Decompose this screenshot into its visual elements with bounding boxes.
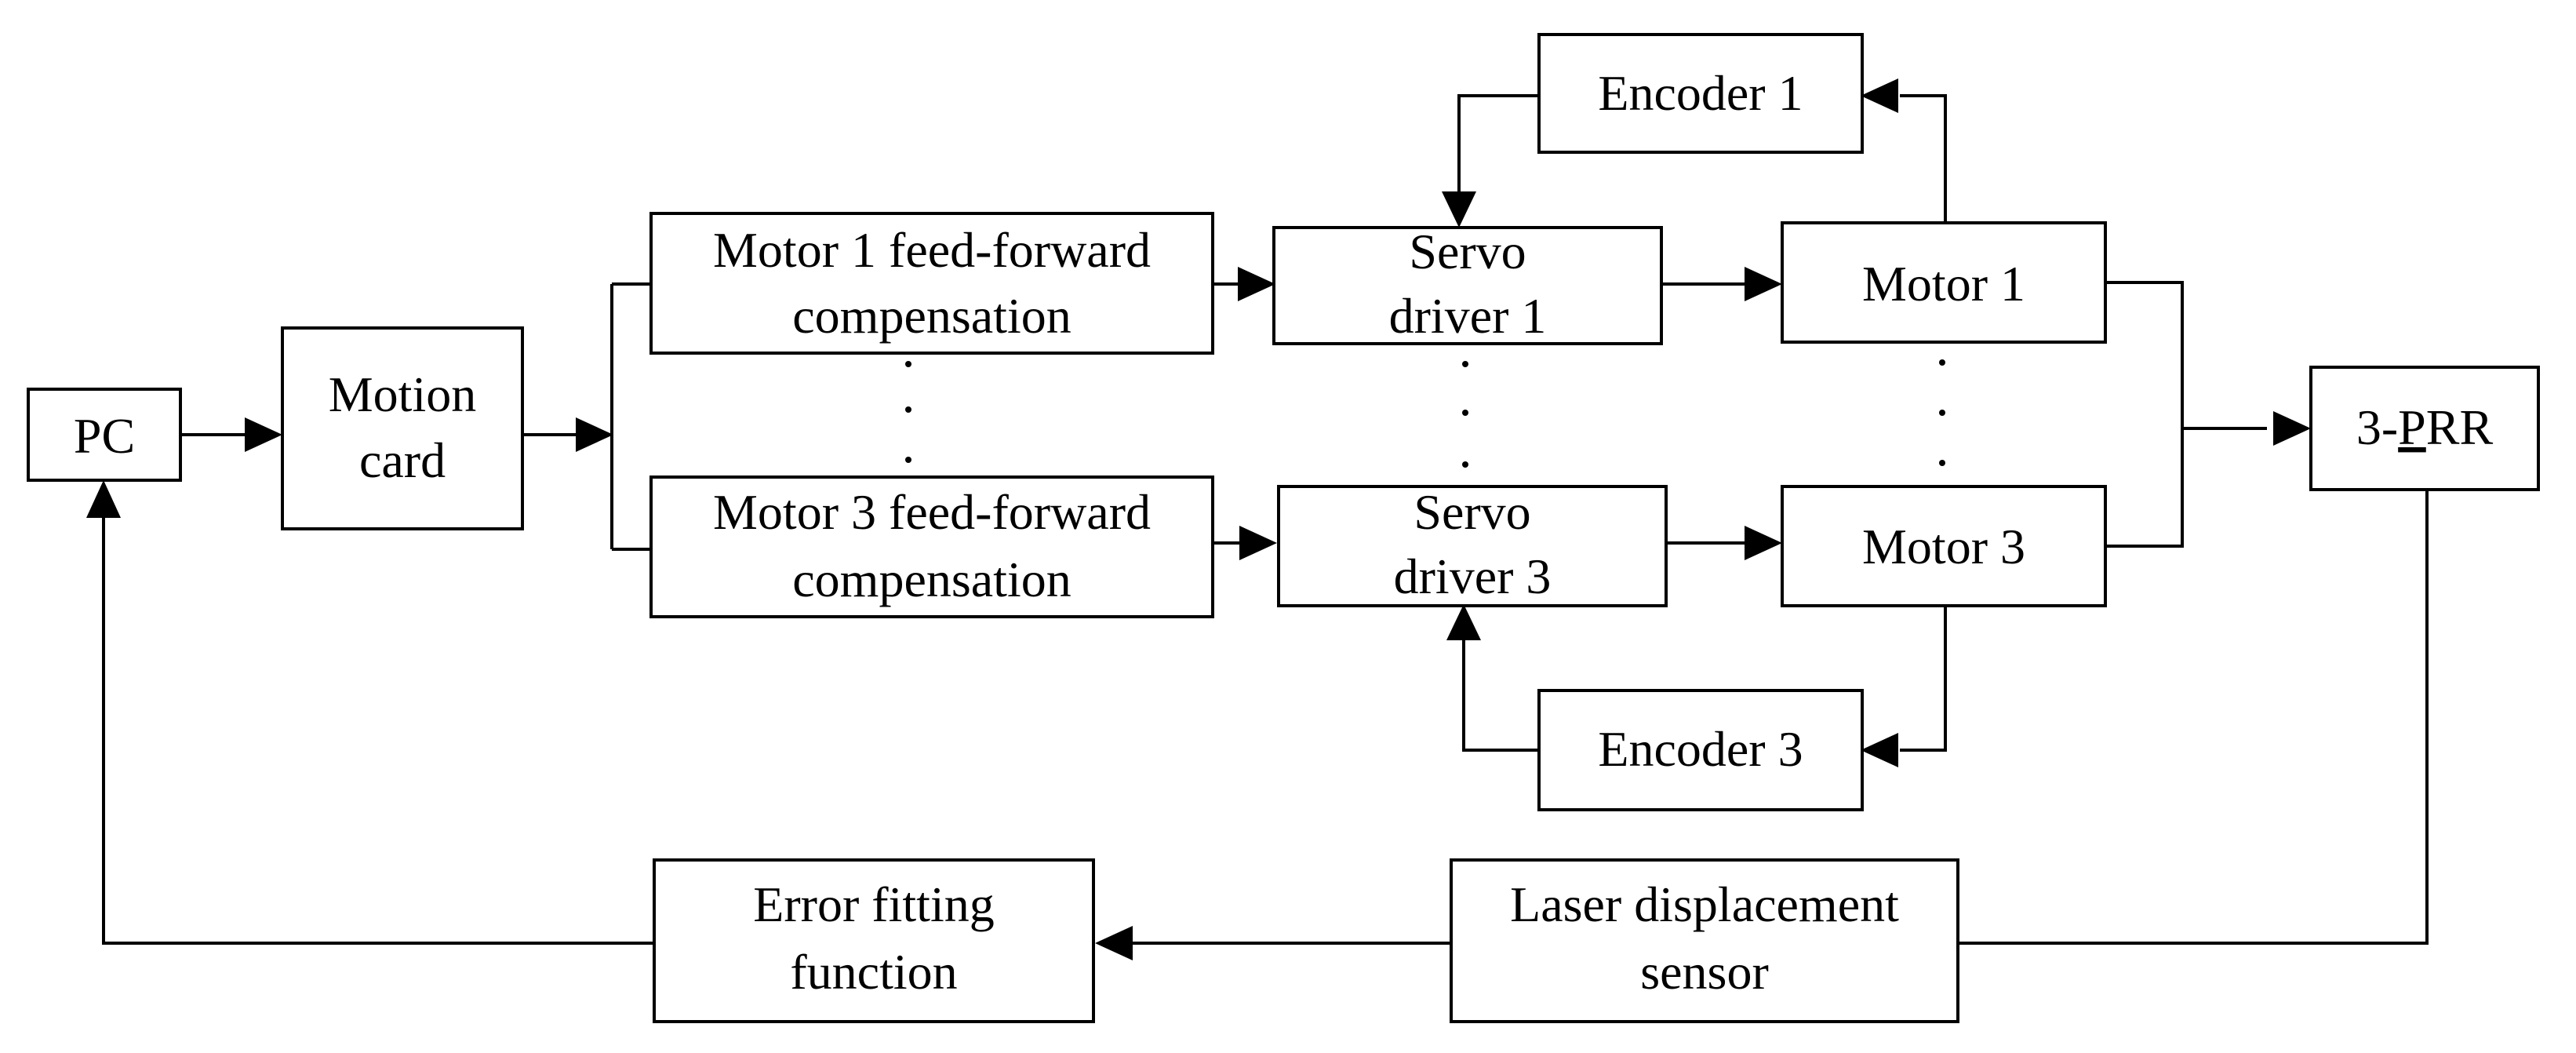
prr-block: 3-PRR bbox=[2309, 366, 2540, 491]
motor1-to-junction-line bbox=[2105, 281, 2184, 548]
laser-sensor-block: Laser displacement sensor bbox=[1450, 858, 1959, 1023]
motor1-to-encoder1-line bbox=[1900, 94, 1947, 223]
error-fit-label-line1: Error fitting bbox=[753, 876, 994, 932]
prr-label: 3-PRR bbox=[2356, 399, 2494, 455]
ff-ellipsis-dot bbox=[905, 361, 911, 367]
ff3-label-line1: Motor 3 feed-forward bbox=[713, 484, 1151, 540]
servo3-label-line1: Servo bbox=[1414, 484, 1530, 540]
arrow-into-pc bbox=[86, 480, 121, 518]
servo-ellipsis-dot bbox=[1462, 361, 1468, 367]
motor1-block: Motor 1 bbox=[1781, 221, 2107, 344]
laser-label-line1: Laser displacement bbox=[1510, 876, 1899, 932]
ellipsis-dots bbox=[905, 359, 1945, 468]
prr-label-prefix: 3- bbox=[2356, 399, 2398, 455]
arrow-into-motion-card bbox=[245, 417, 282, 452]
connections bbox=[102, 94, 2429, 945]
encoder3-to-servo3-line bbox=[1462, 637, 1539, 752]
motor3-block: Motor 3 bbox=[1781, 485, 2107, 607]
arrow-into-servo3 bbox=[1239, 526, 1277, 560]
ff1-label-line1: Motor 1 feed-forward bbox=[713, 222, 1151, 278]
arrow-into-servo1 bbox=[1238, 267, 1275, 301]
motor1-label: Motor 1 bbox=[1862, 256, 2025, 312]
motor3-to-encoder3-line bbox=[1900, 606, 1947, 752]
encoder1-block: Encoder 1 bbox=[1537, 33, 1864, 154]
error-fit-to-pc-line bbox=[102, 518, 654, 945]
arrow-into-encoder1 bbox=[1861, 78, 1898, 113]
ff1-label-line2: compensation bbox=[792, 288, 1071, 344]
ff-ellipsis-dot bbox=[905, 406, 911, 413]
prr-label-suffix: RR bbox=[2426, 399, 2494, 455]
encoder1-to-servo1-line bbox=[1457, 94, 1539, 193]
ff-ellipsis-dot bbox=[905, 457, 911, 463]
arrowheads bbox=[86, 78, 2311, 960]
motor-ellipsis-dot bbox=[1939, 359, 1945, 366]
ff3-label-line2: compensation bbox=[792, 552, 1071, 607]
ff1-block: Motor 1 feed-forward compensation bbox=[649, 212, 1214, 355]
laser-label-line2: sensor bbox=[1640, 944, 1769, 1000]
servo3-block: Servo driver 3 bbox=[1277, 484, 1668, 607]
arrow-into-branch bbox=[576, 417, 613, 452]
servo-ellipsis-dot bbox=[1462, 410, 1468, 416]
prr-label-underlined: P bbox=[2398, 399, 2426, 455]
servo1-label-line1: Servo bbox=[1409, 224, 1526, 279]
motion-card-label-line1: Motion bbox=[329, 366, 476, 422]
servo3-label-line2: driver 3 bbox=[1394, 548, 1552, 604]
encoder3-block: Encoder 3 bbox=[1537, 689, 1864, 811]
encoder1-label: Encoder 1 bbox=[1598, 65, 1803, 121]
pc-label: PC bbox=[74, 408, 135, 464]
arrow-into-error-fit bbox=[1095, 926, 1133, 960]
motion-card-block: Motion card bbox=[281, 326, 524, 530]
arrow-into-servo3-from-encoder bbox=[1446, 604, 1481, 640]
encoder3-label: Encoder 3 bbox=[1598, 721, 1803, 777]
motor3-label: Motor 3 bbox=[1862, 519, 2025, 574]
error-fit-label-line2: function bbox=[790, 944, 957, 1000]
motion-card-label-line2: card bbox=[359, 432, 446, 488]
motor-ellipsis-dot bbox=[1939, 460, 1945, 466]
arrow-into-motor3 bbox=[1745, 526, 1782, 560]
ff3-block: Motor 3 feed-forward compensation bbox=[649, 475, 1214, 618]
servo-ellipsis-dot bbox=[1462, 461, 1468, 468]
arrow-into-prr bbox=[2273, 411, 2311, 446]
servo1-label-line2: driver 1 bbox=[1389, 288, 1547, 344]
arrow-into-encoder3 bbox=[1861, 733, 1898, 767]
arrow-into-motor1 bbox=[1745, 267, 1782, 301]
prr-to-laser-line bbox=[1958, 490, 2429, 945]
pc-block: PC bbox=[27, 388, 182, 482]
arrow-into-servo1-from-encoder bbox=[1442, 191, 1476, 228]
error-fit-block: Error fitting function bbox=[653, 858, 1095, 1023]
motor-ellipsis-dot bbox=[1939, 410, 1945, 416]
servo1-block: Servo driver 1 bbox=[1272, 224, 1663, 345]
